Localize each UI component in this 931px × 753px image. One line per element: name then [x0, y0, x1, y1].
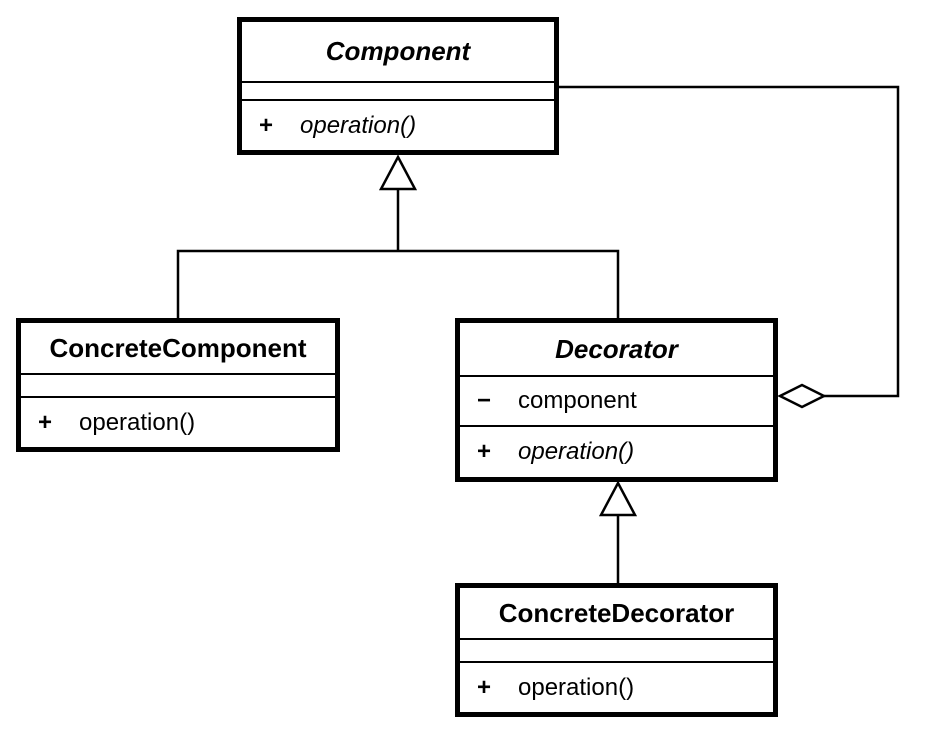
aggregation-decorator-to-component [559, 85, 900, 409]
aggregation-line [559, 85, 900, 398]
method-operation: + operation() [21, 398, 335, 447]
methods-compartment: + operation() [242, 101, 554, 150]
visibility-public-sign: + [477, 673, 492, 701]
class-box-decorator: Decorator − component + operation() [455, 318, 778, 482]
methods-compartment: + operation() [460, 663, 773, 712]
method-signature: operation() [79, 408, 196, 436]
attributes-compartment-empty [242, 83, 554, 101]
method-signature: operation() [518, 673, 635, 701]
class-name-decorator: Decorator [460, 323, 773, 377]
inheritance-triangle-icon [378, 154, 418, 191]
inheritance-triangle-icon [598, 480, 638, 517]
attributes-compartment-empty [21, 375, 335, 398]
visibility-public-sign: + [477, 438, 492, 465]
attributes-compartment-empty [460, 640, 773, 663]
visibility-public-sign: + [38, 408, 53, 436]
attributes-compartment: − component [460, 377, 773, 427]
method-operation: + operation() [460, 427, 773, 477]
attribute-name: component [518, 387, 637, 414]
class-box-concrete-decorator: ConcreteDecorator + operation() [455, 583, 778, 717]
class-box-component: Component + operation() [237, 17, 559, 155]
visibility-public-sign: + [259, 111, 274, 139]
class-box-concrete-component: ConcreteComponent + operation() [16, 318, 340, 452]
method-operation: + operation() [460, 663, 773, 712]
aggregation-diamond-icon [777, 383, 827, 409]
generalization-branch-line [176, 249, 620, 318]
generalization-tree-to-component [176, 154, 620, 318]
attribute-component: − component [460, 377, 773, 425]
methods-compartment: + operation() [460, 427, 773, 477]
class-name-concrete-component: ConcreteComponent [21, 323, 335, 375]
method-signature: operation() [300, 111, 417, 139]
methods-compartment: + operation() [21, 398, 335, 447]
method-signature: operation() [518, 438, 635, 465]
visibility-private-sign: − [477, 387, 492, 414]
class-name-component: Component [242, 22, 554, 83]
method-operation: + operation() [242, 101, 554, 150]
class-name-concrete-decorator: ConcreteDecorator [460, 588, 773, 640]
generalization-concretedecorator-to-decorator [598, 480, 638, 583]
